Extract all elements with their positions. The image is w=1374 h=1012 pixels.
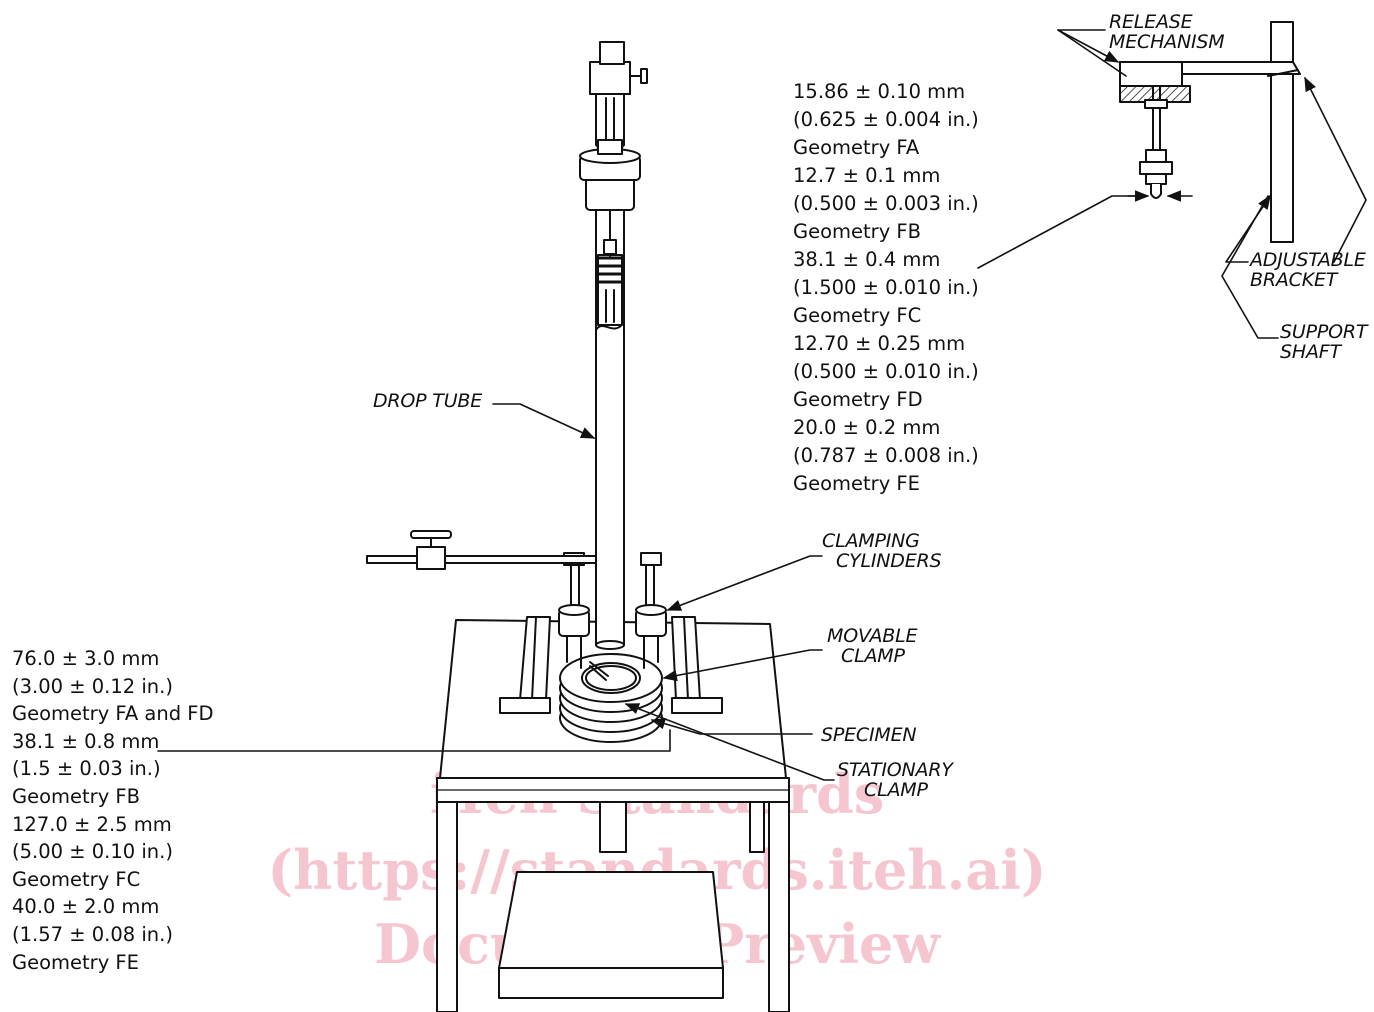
- table-guides: [499, 616, 723, 714]
- drop-tube: [595, 199, 625, 650]
- clamp-stack: [559, 653, 663, 743]
- label-text: SHAFT: [1280, 341, 1341, 363]
- label-text: STATIONARY: [837, 759, 953, 781]
- dimension-line: Geometry FB: [12, 784, 141, 808]
- dimension-line: (3.00 ± 0.12 in.): [12, 674, 173, 698]
- label-text: CLAMPING: [822, 530, 920, 552]
- dimension-line: Geometry FC: [793, 304, 922, 327]
- dimension-line: Geometry FA: [793, 136, 920, 159]
- leader-lines: [157, 29, 1367, 781]
- label-text: SUPPORT: [1280, 321, 1368, 343]
- dimension-line: 40.0 ± 2.0 mm: [12, 895, 160, 919]
- dimension-line: Geometry FB: [793, 220, 922, 243]
- label-text: DROP TUBE: [373, 390, 483, 412]
- label-text: CLAMP: [841, 645, 905, 667]
- dimension-line: 12.70 ± 0.25 mm: [793, 332, 966, 355]
- label-text: MECHANISM: [1109, 31, 1225, 53]
- label-text: BRACKET: [1250, 269, 1338, 291]
- dimension-line: Geometry FE: [793, 472, 920, 495]
- dimension-line: Geometry FA and FD: [12, 702, 214, 726]
- dimension-line: (5.00 ± 0.10 in.): [12, 840, 173, 864]
- dimension-line: (0.625 ± 0.004 in.): [793, 108, 979, 131]
- label-text: CLAMP: [864, 779, 928, 801]
- label-text: RELEASE: [1109, 11, 1193, 33]
- label-text: ADJUSTABLE: [1250, 249, 1366, 271]
- dimension-line: 127.0 ± 2.5 mm: [12, 812, 172, 836]
- dimension-line: (1.57 ± 0.08 in.): [12, 922, 173, 946]
- side-arm: [366, 530, 598, 570]
- dimension-line: (0.500 ± 0.003 in.): [793, 192, 979, 215]
- label-release-mechanism: RELEASE MECHANISM: [1109, 11, 1225, 53]
- dimension-line: (1.5 ± 0.03 in.): [12, 757, 161, 781]
- dimension-line: 12.7 ± 0.1 mm: [793, 164, 941, 187]
- dimension-line: 38.1 ± 0.8 mm: [12, 729, 160, 753]
- label-text: SPECIMEN: [821, 724, 917, 746]
- dimension-line: (1.500 ± 0.010 in.): [793, 276, 979, 299]
- label-drop-tube: DROP TUBE: [373, 391, 482, 411]
- label-adjustable-bracket: ADJUSTABLE BRACKET: [1250, 250, 1366, 290]
- label-movable-clamp: MOVABLE CLAMP: [827, 626, 917, 666]
- label-text: MOVABLE: [827, 625, 918, 647]
- tube-head: [579, 41, 648, 211]
- dimension-line: 38.1 ± 0.4 mm: [793, 248, 941, 271]
- dimensions-left-list: 76.0 ± 3.0 mm (3.00 ± 0.12 in.) Geometry F…: [12, 645, 214, 976]
- dimension-line: 76.0 ± 3.0 mm: [12, 647, 160, 670]
- label-text: CYLINDERS: [836, 550, 942, 572]
- dimension-line: Geometry FD: [793, 388, 923, 411]
- label-support-shaft: SUPPORT SHAFT: [1280, 322, 1367, 362]
- dimension-line: (0.787 ± 0.008 in.): [793, 444, 979, 467]
- inset-release-mechanism: [1119, 21, 1301, 243]
- table: [436, 619, 790, 1012]
- label-clamping-cylinders: CLAMPING CYLINDERS: [822, 530, 942, 572]
- dimension-line: Geometry FC: [12, 867, 141, 891]
- dimension-line: 20.0 ± 0.2 mm: [793, 416, 941, 439]
- dimension-line: Geometry FE: [12, 950, 139, 974]
- label-stationary-clamp: STATIONARY CLAMP: [837, 760, 953, 800]
- dimensions-top-list: 15.86 ± 0.10 mm (0.625 ± 0.004 in.) Geomet…: [793, 78, 979, 498]
- dimension-line: (0.500 ± 0.010 in.): [793, 360, 979, 383]
- dimension-line: 15.86 ± 0.10 mm: [793, 80, 966, 103]
- label-specimen: SPECIMEN: [821, 724, 917, 746]
